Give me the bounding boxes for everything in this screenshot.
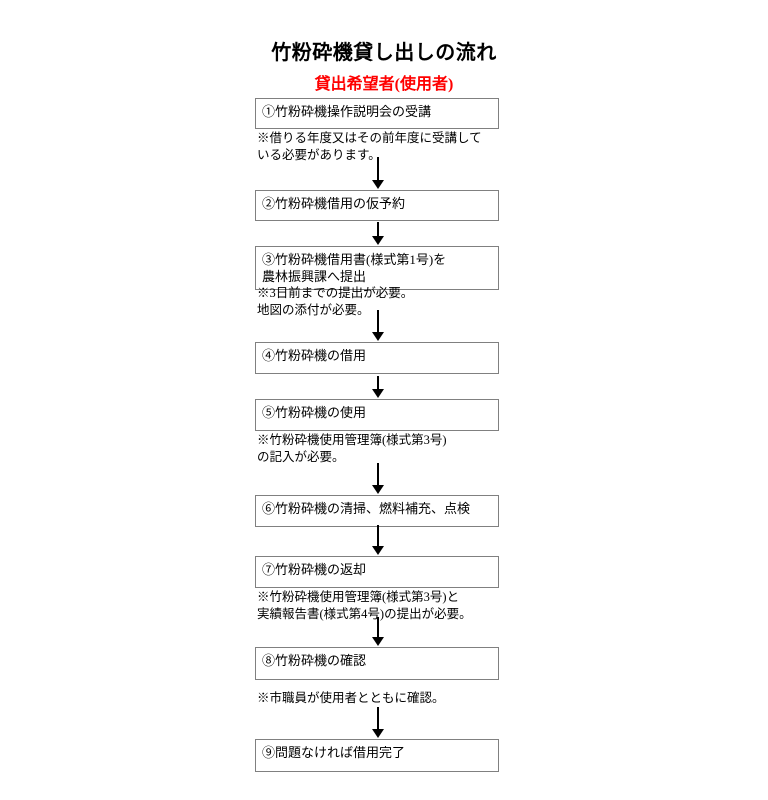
- down-arrow-icon: [372, 707, 385, 738]
- down-arrow-icon: [372, 525, 385, 555]
- flow-step-box: ⑥竹粉砕機の清掃、燃料補充、点検: [255, 495, 499, 527]
- arrow-shaft: [377, 376, 379, 390]
- flow-step-box: ⑦竹粉砕機の返却: [255, 556, 499, 588]
- arrow-shaft: [377, 525, 379, 547]
- flow-step-note: ※3日前までの提出が必要。地図の添付が必要。: [257, 285, 557, 319]
- flow-step-label: 農林振興課へ提出: [262, 269, 367, 284]
- flow-step-box: ⑧竹粉砕機の確認: [255, 647, 499, 680]
- flow-step-box: ③竹粉砕機借用書(様式第1号)を農林振興課へ提出: [255, 246, 499, 290]
- flow-step-note-line: ※竹粉砕機使用管理簿(様式第3号)と: [257, 590, 460, 604]
- flow-step-note: ※竹粉砕機使用管理簿(様式第3号)と実績報告書(様式第4号)の提出が必要。: [257, 589, 557, 623]
- arrow-head: [372, 332, 384, 341]
- flow-step-note: ※竹粉砕機使用管理簿(様式第3号) の記入が必要。: [257, 432, 557, 466]
- down-arrow-icon: [372, 617, 385, 646]
- flow-step-box: ②竹粉砕機借用の仮予約: [255, 190, 499, 221]
- flow-step-label: ⑥竹粉砕機の清掃、燃料補充、点検: [262, 501, 471, 516]
- flow-step-note-line: ※市職員が使用者とともに確認。: [257, 691, 445, 705]
- down-arrow-icon: [372, 157, 385, 189]
- arrow-shaft: [377, 157, 379, 181]
- flow-step-label: ④竹粉砕機の借用: [262, 348, 367, 363]
- arrow-head: [372, 389, 384, 398]
- flow-step-note-line: 実績報告書(様式第4号)の提出が必要。: [257, 607, 472, 621]
- down-arrow-icon: [372, 310, 385, 341]
- arrow-shaft: [377, 617, 379, 638]
- flow-step-label: ⑧竹粉砕機の確認: [262, 653, 367, 668]
- arrow-shaft: [377, 707, 379, 730]
- arrow-head: [372, 637, 384, 646]
- flow-step-box: ④竹粉砕機の借用: [255, 342, 499, 374]
- arrow-head: [372, 729, 384, 738]
- flow-step-label: ①竹粉砕機操作説明会の受講: [262, 104, 432, 119]
- arrow-shaft: [377, 310, 379, 333]
- flow-step-note: ※借りる年度又はその前年度に受講している必要があります。: [257, 130, 557, 164]
- flow-step-note-line: 地図の添付が必要。: [257, 303, 370, 317]
- arrow-shaft: [377, 222, 379, 237]
- down-arrow-icon: [372, 463, 385, 494]
- down-arrow-icon: [372, 222, 385, 245]
- flow-step-box: ⑨問題なければ借用完了: [255, 739, 499, 772]
- flow-step-note: ※市職員が使用者とともに確認。: [257, 690, 557, 707]
- arrow-head: [372, 180, 384, 189]
- flow-step-label: ⑦竹粉砕機の返却: [262, 562, 367, 577]
- flow-step-note-line: ※借りる年度又はその前年度に受講して: [257, 131, 482, 145]
- arrow-head: [372, 485, 384, 494]
- flow-step-box: ①竹粉砕機操作説明会の受講: [255, 98, 499, 129]
- flow-step-label: ⑨問題なければ借用完了: [262, 745, 406, 760]
- arrow-shaft: [377, 463, 379, 486]
- flow-step-note-line: いる必要があります。: [257, 148, 381, 162]
- flow-step-note-line: の記入が必要。: [257, 450, 345, 464]
- flow-step-box: ⑤竹粉砕機の使用: [255, 399, 499, 431]
- flow-step-label: ⑤竹粉砕機の使用: [262, 405, 367, 420]
- arrow-head: [372, 546, 384, 555]
- flow-step-label: ③竹粉砕機借用書(様式第1号)を: [262, 252, 447, 267]
- page-subtitle: 貸出希望者(使用者): [314, 76, 454, 93]
- down-arrow-icon: [372, 376, 385, 398]
- flow-step-label: ②竹粉砕機借用の仮予約: [262, 196, 406, 211]
- flow-step-note-line: ※3日前までの提出が必要。: [257, 286, 414, 300]
- flow-step-note-line: ※竹粉砕機使用管理簿(様式第3号): [257, 433, 447, 447]
- arrow-head: [372, 236, 384, 245]
- page-title: 竹粉砕機貸し出しの流れ: [271, 42, 497, 64]
